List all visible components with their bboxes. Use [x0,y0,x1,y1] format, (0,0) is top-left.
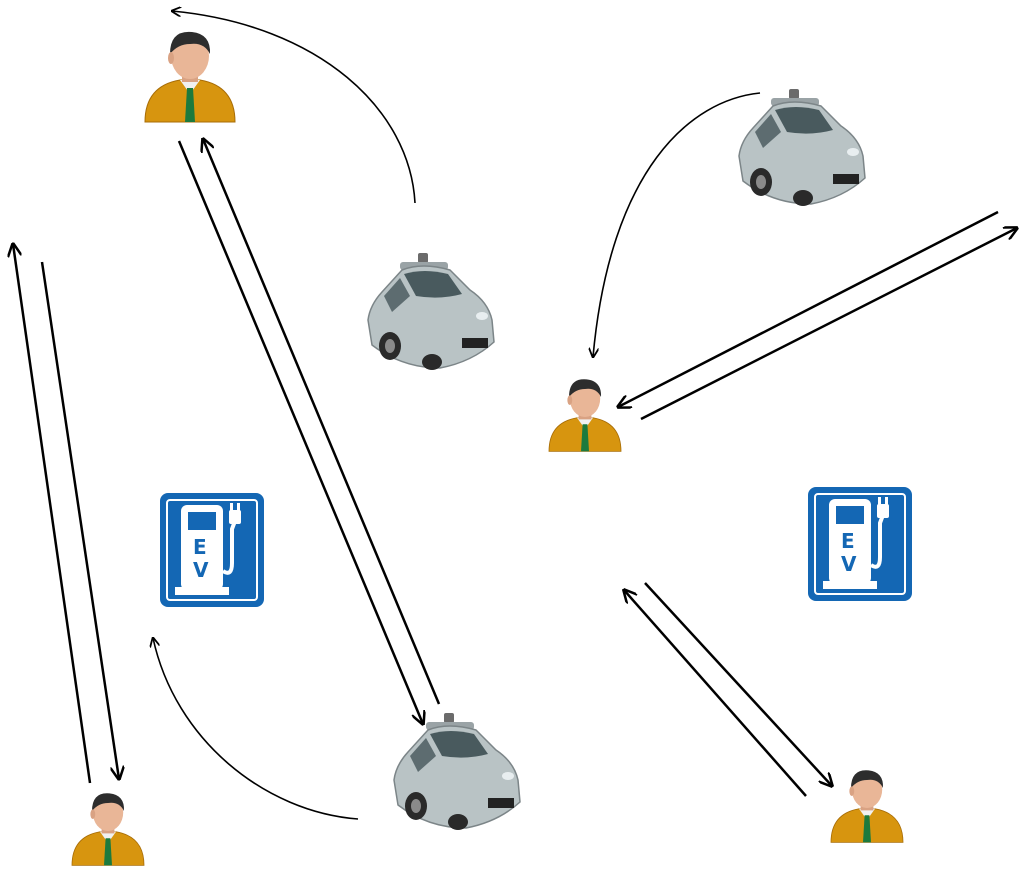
curved-arrow [172,11,416,204]
ev-charging-station-icon [158,491,266,609]
straight-arrow [13,244,92,784]
curved-arrow [153,638,359,820]
straight-arrow [618,210,999,407]
autonomous-car-icon [738,88,866,207]
straight-arrow [203,139,441,705]
person-icon [71,792,145,866]
straight-arrow [644,582,832,786]
straight-arrow [40,261,119,779]
curved-arrow [593,92,761,357]
autonomous-car-icon [393,712,521,831]
person-icon [548,378,622,452]
straight-arrow [177,140,423,724]
person-icon [144,31,236,123]
ev-charging-station-icon [806,485,914,603]
straight-arrow [624,590,807,797]
autonomous-car-icon [367,252,495,371]
straight-arrow [640,228,1017,421]
person-icon [830,769,904,843]
